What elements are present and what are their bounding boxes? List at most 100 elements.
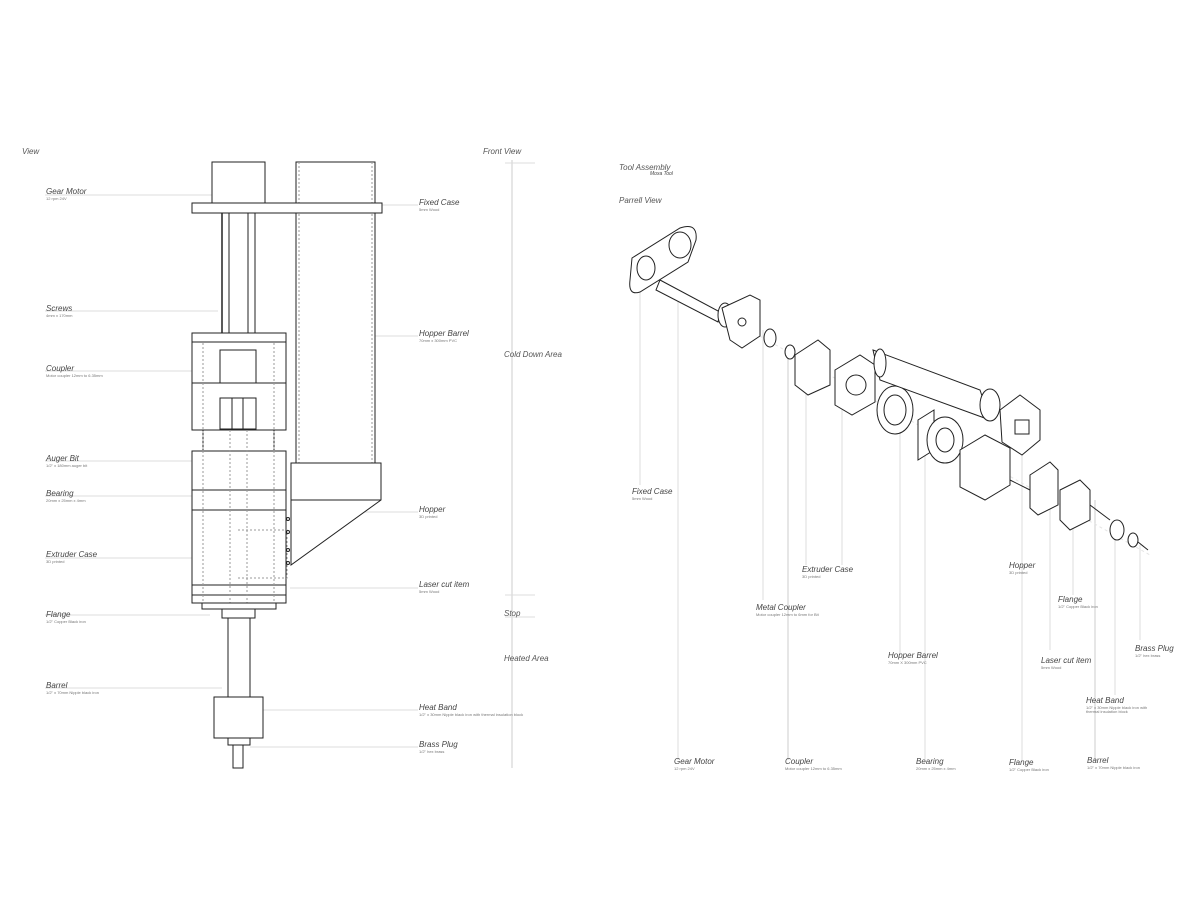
- label-sub: 12 rpm 24V: [46, 195, 67, 201]
- label-title: Hopper: [1009, 561, 1036, 570]
- label-title: Screws: [46, 304, 73, 313]
- zone-stop: Stop: [504, 609, 521, 618]
- label-title: Bearing: [916, 757, 944, 766]
- label-title: Barrel: [1087, 756, 1109, 765]
- label-sub: 5mm Wood: [419, 206, 440, 212]
- label-title: Coupler: [46, 364, 75, 373]
- extruder-case-part: [794, 339, 831, 396]
- label-sub: 3D printed: [419, 513, 438, 519]
- label-sub: 4mm x 170mm: [46, 312, 73, 318]
- hopper: [290, 462, 382, 566]
- label-sub: 1/2" x 30mm Nipple black iron with therm…: [419, 711, 524, 717]
- label-sub: 3D printed: [46, 558, 65, 564]
- label-sub: 1/2" Copper Black iron: [1058, 603, 1098, 609]
- label-sub: Motor coupler 12mm to 6mm for Bit: [756, 611, 819, 617]
- parrell-view-title: Parrell View: [619, 196, 662, 205]
- label-sub: 5mm Wood: [632, 495, 653, 501]
- front-view: [191, 161, 383, 769]
- front-view-title: Front View: [483, 147, 522, 156]
- extruder-case-2: [959, 434, 1011, 501]
- label-sub: 12 rpm 24V: [674, 765, 695, 771]
- label-title: Barrel: [46, 681, 68, 690]
- zone-heated: Heated Area: [504, 654, 549, 663]
- extruder-case: [191, 450, 287, 604]
- label-title: Metal Coupler: [756, 603, 806, 612]
- flange-part-2: [1059, 479, 1091, 531]
- label-title: Brass Plug: [1135, 644, 1174, 653]
- flange: [201, 602, 277, 610]
- tool-assembly-title: Tool Assembly: [619, 163, 671, 172]
- label-sub: 5mm Wood: [419, 588, 440, 594]
- label-sub: 1/2" x 30mm Nipple black iron with therm…: [1086, 704, 1148, 715]
- label-title: Hopper Barrel: [419, 329, 469, 338]
- label-sub: 70mm X 300mm PVC: [888, 659, 927, 665]
- leader-lines: [45, 160, 535, 768]
- label-title: Extruder Case: [46, 550, 98, 559]
- brass-plug-part: [1127, 532, 1139, 548]
- label-sub: 1/2" x 70mm Nipple black iron: [1087, 764, 1140, 770]
- brass-plug: [227, 737, 251, 746]
- label-sub: 1/2" Copper Black iron: [1009, 766, 1049, 772]
- label-sub: Motor coupler 12mm to 6.35mm: [785, 765, 842, 771]
- gear-motor: [211, 161, 266, 204]
- zone-cold-down: Cold Down Area: [504, 350, 562, 359]
- label-title: Laser cut item: [419, 580, 470, 589]
- label-title: Fixed Case: [632, 487, 673, 496]
- tool-assembly-subtitle: Moxa Tool: [650, 171, 673, 177]
- label-sub: 1/2" hex brass: [419, 748, 445, 754]
- heat-band-part: [1109, 519, 1125, 541]
- view-title: View: [22, 147, 40, 156]
- barrel: [227, 617, 251, 698]
- label-title: Hopper Barrel: [888, 651, 938, 660]
- label-title: Bearing: [46, 489, 74, 498]
- coupler: [219, 349, 257, 384]
- label-title: Extruder Case: [802, 565, 854, 574]
- label-title: Flange: [46, 610, 71, 619]
- label-sub: 1/2" hex brass: [1135, 652, 1161, 658]
- label-title: Gear Motor: [46, 187, 87, 196]
- label-title: Auger Bit: [46, 454, 79, 463]
- label-sub: 1/2" x 70mm Nipple black iron: [46, 689, 99, 695]
- label-title: Brass Plug: [419, 740, 458, 749]
- fixed-case: [191, 202, 383, 214]
- label-title: Flange: [1058, 595, 1083, 604]
- label-sub: Motor coupler 12mm to 6.35mm: [46, 372, 103, 378]
- label-sub: 70mm x 300mm PVC: [419, 337, 458, 343]
- label-title: Flange: [1009, 758, 1034, 767]
- label-title: Heat Band: [419, 703, 457, 712]
- label-sub: 3D printed: [1009, 569, 1028, 575]
- label-sub: 3D printed: [802, 573, 821, 579]
- label-title: Hopper: [419, 505, 446, 514]
- label-title: Heat Band: [1086, 696, 1124, 705]
- label-title: Coupler: [785, 757, 814, 766]
- label-sub: 1/2" Copper Black iron: [46, 618, 86, 624]
